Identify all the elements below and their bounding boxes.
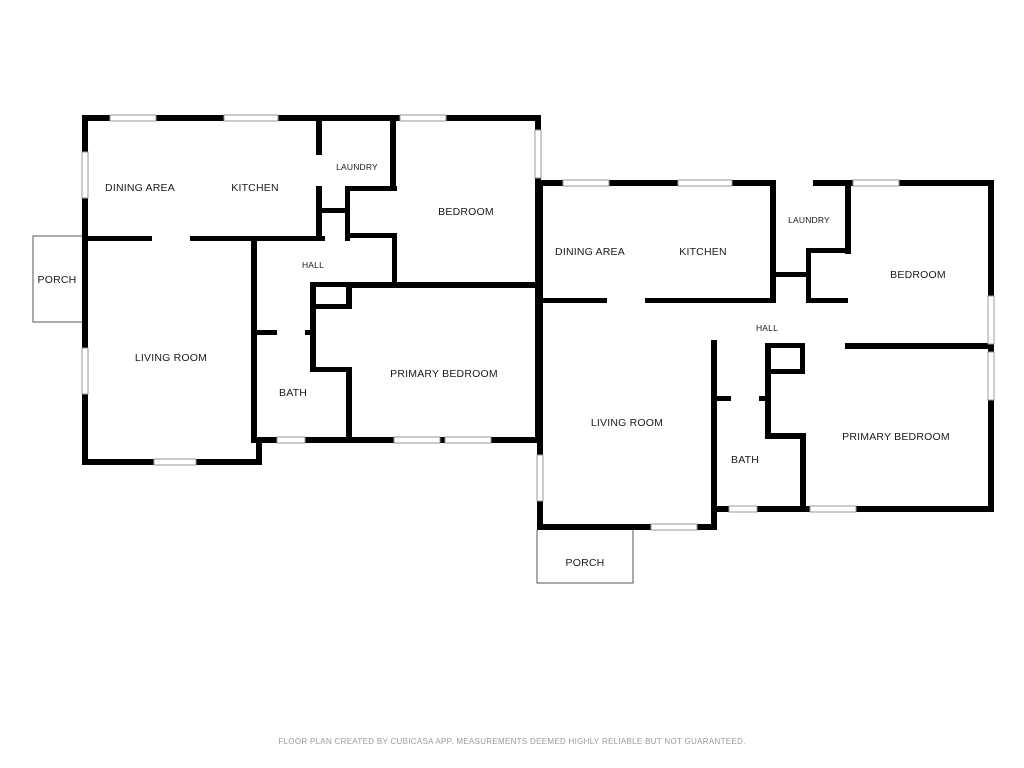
room-label-living-room: LIVING ROOM: [591, 417, 663, 429]
room-label-living-room: LIVING ROOM: [135, 352, 207, 364]
room-label-bedroom: BEDROOM: [890, 269, 946, 281]
room-label-kitchen: KITCHEN: [679, 246, 727, 258]
room-label-porch: PORCH: [38, 274, 77, 286]
left-unit-walls: [82, 115, 541, 465]
right-porch-outline: [536, 530, 634, 584]
room-label-hall: HALL: [756, 323, 778, 333]
left-porch-outline: [32, 235, 82, 323]
room-label-dining-area: DINING AREA: [555, 246, 625, 258]
left-unit-windows: [81, 114, 542, 466]
room-label-bath: BATH: [731, 454, 759, 466]
room-label-bedroom: BEDROOM: [438, 206, 494, 218]
left-unit-labels: DINING AREA KITCHEN LAUNDRY BEDROOM PORC…: [38, 162, 498, 399]
footer-disclaimer: FLOOR PLAN CREATED BY CUBICASA APP. MEAS…: [278, 737, 746, 746]
room-label-kitchen: KITCHEN: [231, 182, 279, 194]
room-label-hall: HALL: [302, 260, 324, 270]
room-label-dining-area: DINING AREA: [105, 182, 175, 194]
room-label-laundry: LAUNDRY: [788, 215, 830, 225]
room-label-primary-bedroom: PRIMARY BEDROOM: [842, 431, 950, 443]
room-label-primary-bedroom: PRIMARY BEDROOM: [390, 368, 498, 380]
right-unit-labels: DINING AREA KITCHEN LAUNDRY BEDROOM HALL…: [555, 215, 950, 569]
right-unit-walls: [537, 180, 994, 530]
right-unit-windows: [536, 179, 995, 531]
room-label-porch: PORCH: [566, 557, 605, 569]
room-label-bath: BATH: [279, 387, 307, 399]
room-label-laundry: LAUNDRY: [336, 162, 378, 172]
